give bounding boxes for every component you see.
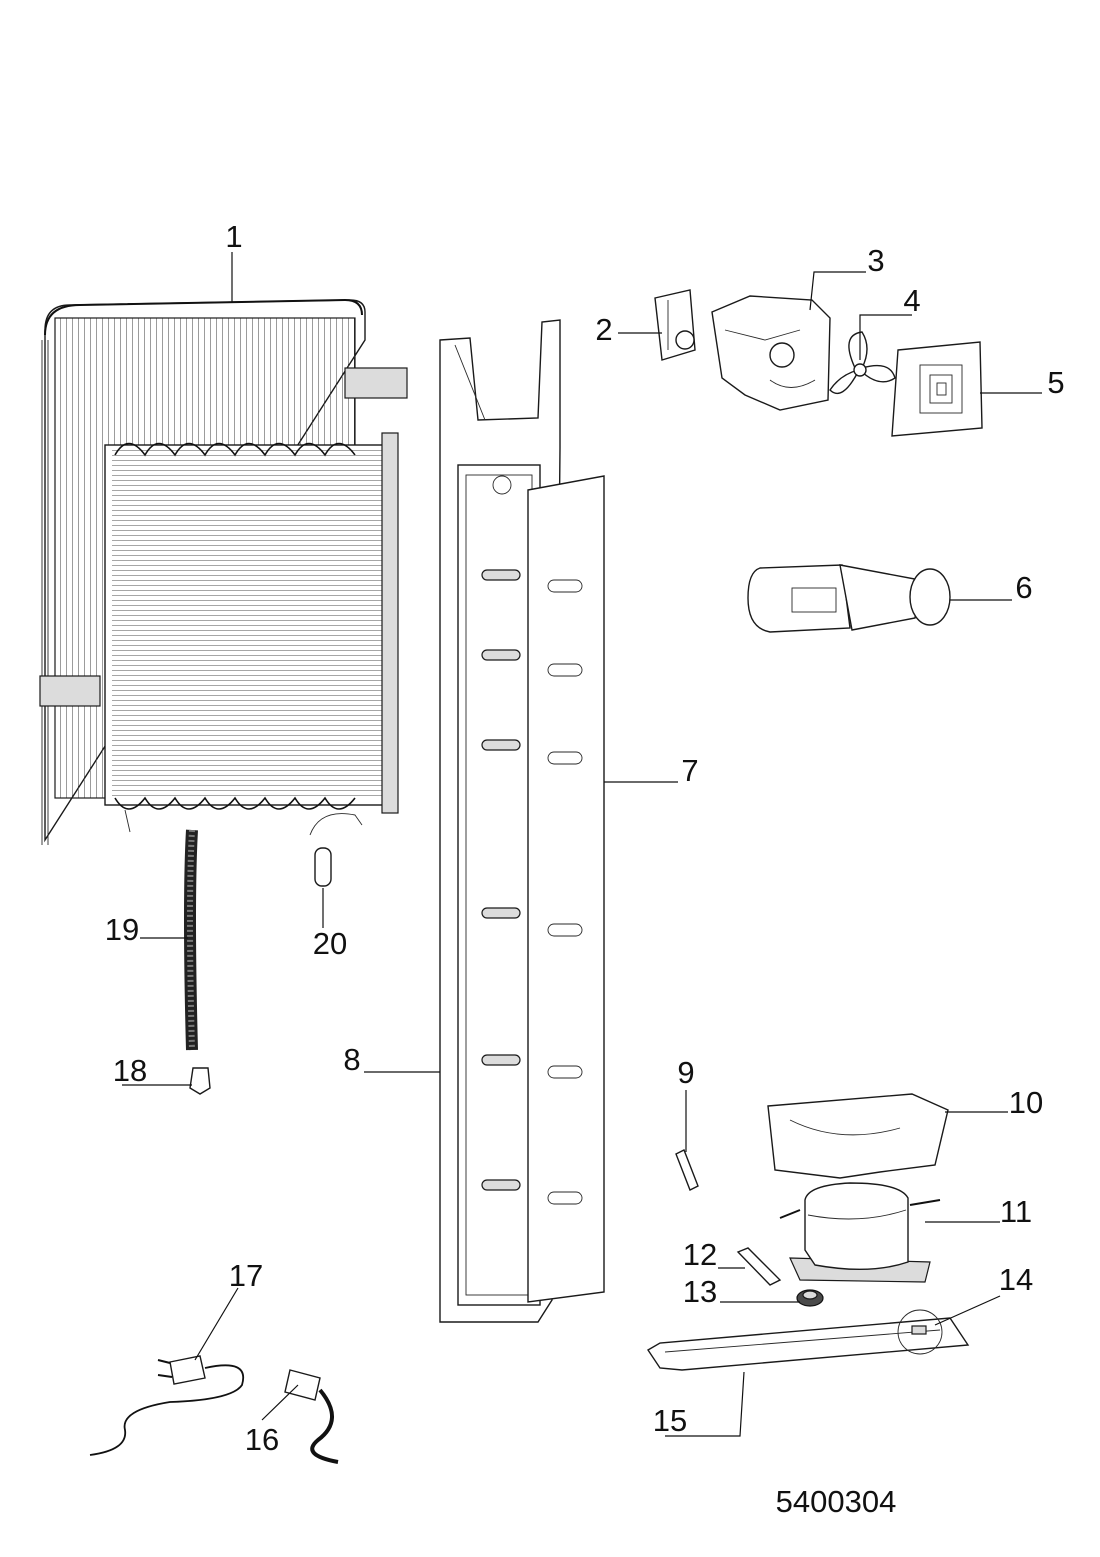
label-15: 15 [653,1403,687,1438]
part-number-labels: 1 2 3 4 5 6 7 8 9 10 11 12 13 14 15 16 1… [105,219,1065,1457]
label-5: 5 [1047,365,1064,400]
label-4: 4 [903,283,920,318]
label-18: 18 [113,1053,147,1088]
label-11: 11 [1000,1194,1032,1229]
leader-lines [122,252,1042,1437]
fan-blade-part [829,331,896,395]
lamp-control-unit-part [747,564,951,633]
capacitor-part [284,1369,339,1464]
label-16: 16 [245,1422,279,1457]
label-17: 17 [229,1258,263,1293]
power-cord-part [89,1355,245,1456]
label-9: 9 [677,1055,694,1090]
grommet-part [796,1289,824,1307]
label-20: 20 [313,926,347,961]
label-14: 14 [999,1262,1033,1297]
bracket-part [736,1247,782,1286]
tube-piece-part [675,1149,699,1191]
damper-motor-part [654,289,696,361]
compressor-tray-part [767,1093,949,1179]
label-10: 10 [1009,1085,1043,1120]
base-plate-part [647,1317,970,1371]
condenser-part [39,298,408,845]
relay-detail-part [897,1309,943,1355]
filter-drier-part [314,847,332,887]
fan-housing-part [711,295,831,411]
drain-hose-part [184,829,198,1051]
label-8: 8 [343,1042,360,1077]
label-13: 13 [683,1274,717,1309]
panel-cover-part [527,475,605,1303]
label-7: 7 [681,753,698,788]
label-3: 3 [867,243,884,278]
label-1: 1 [225,219,242,254]
grille-cover-part [891,341,983,437]
drawing-code: 5400304 [776,1484,897,1519]
label-12: 12 [683,1237,717,1272]
label-2: 2 [595,312,612,347]
drain-cap-part [189,1067,211,1095]
label-6: 6 [1015,570,1032,605]
compressor-part [779,1182,941,1283]
label-19: 19 [105,912,139,947]
